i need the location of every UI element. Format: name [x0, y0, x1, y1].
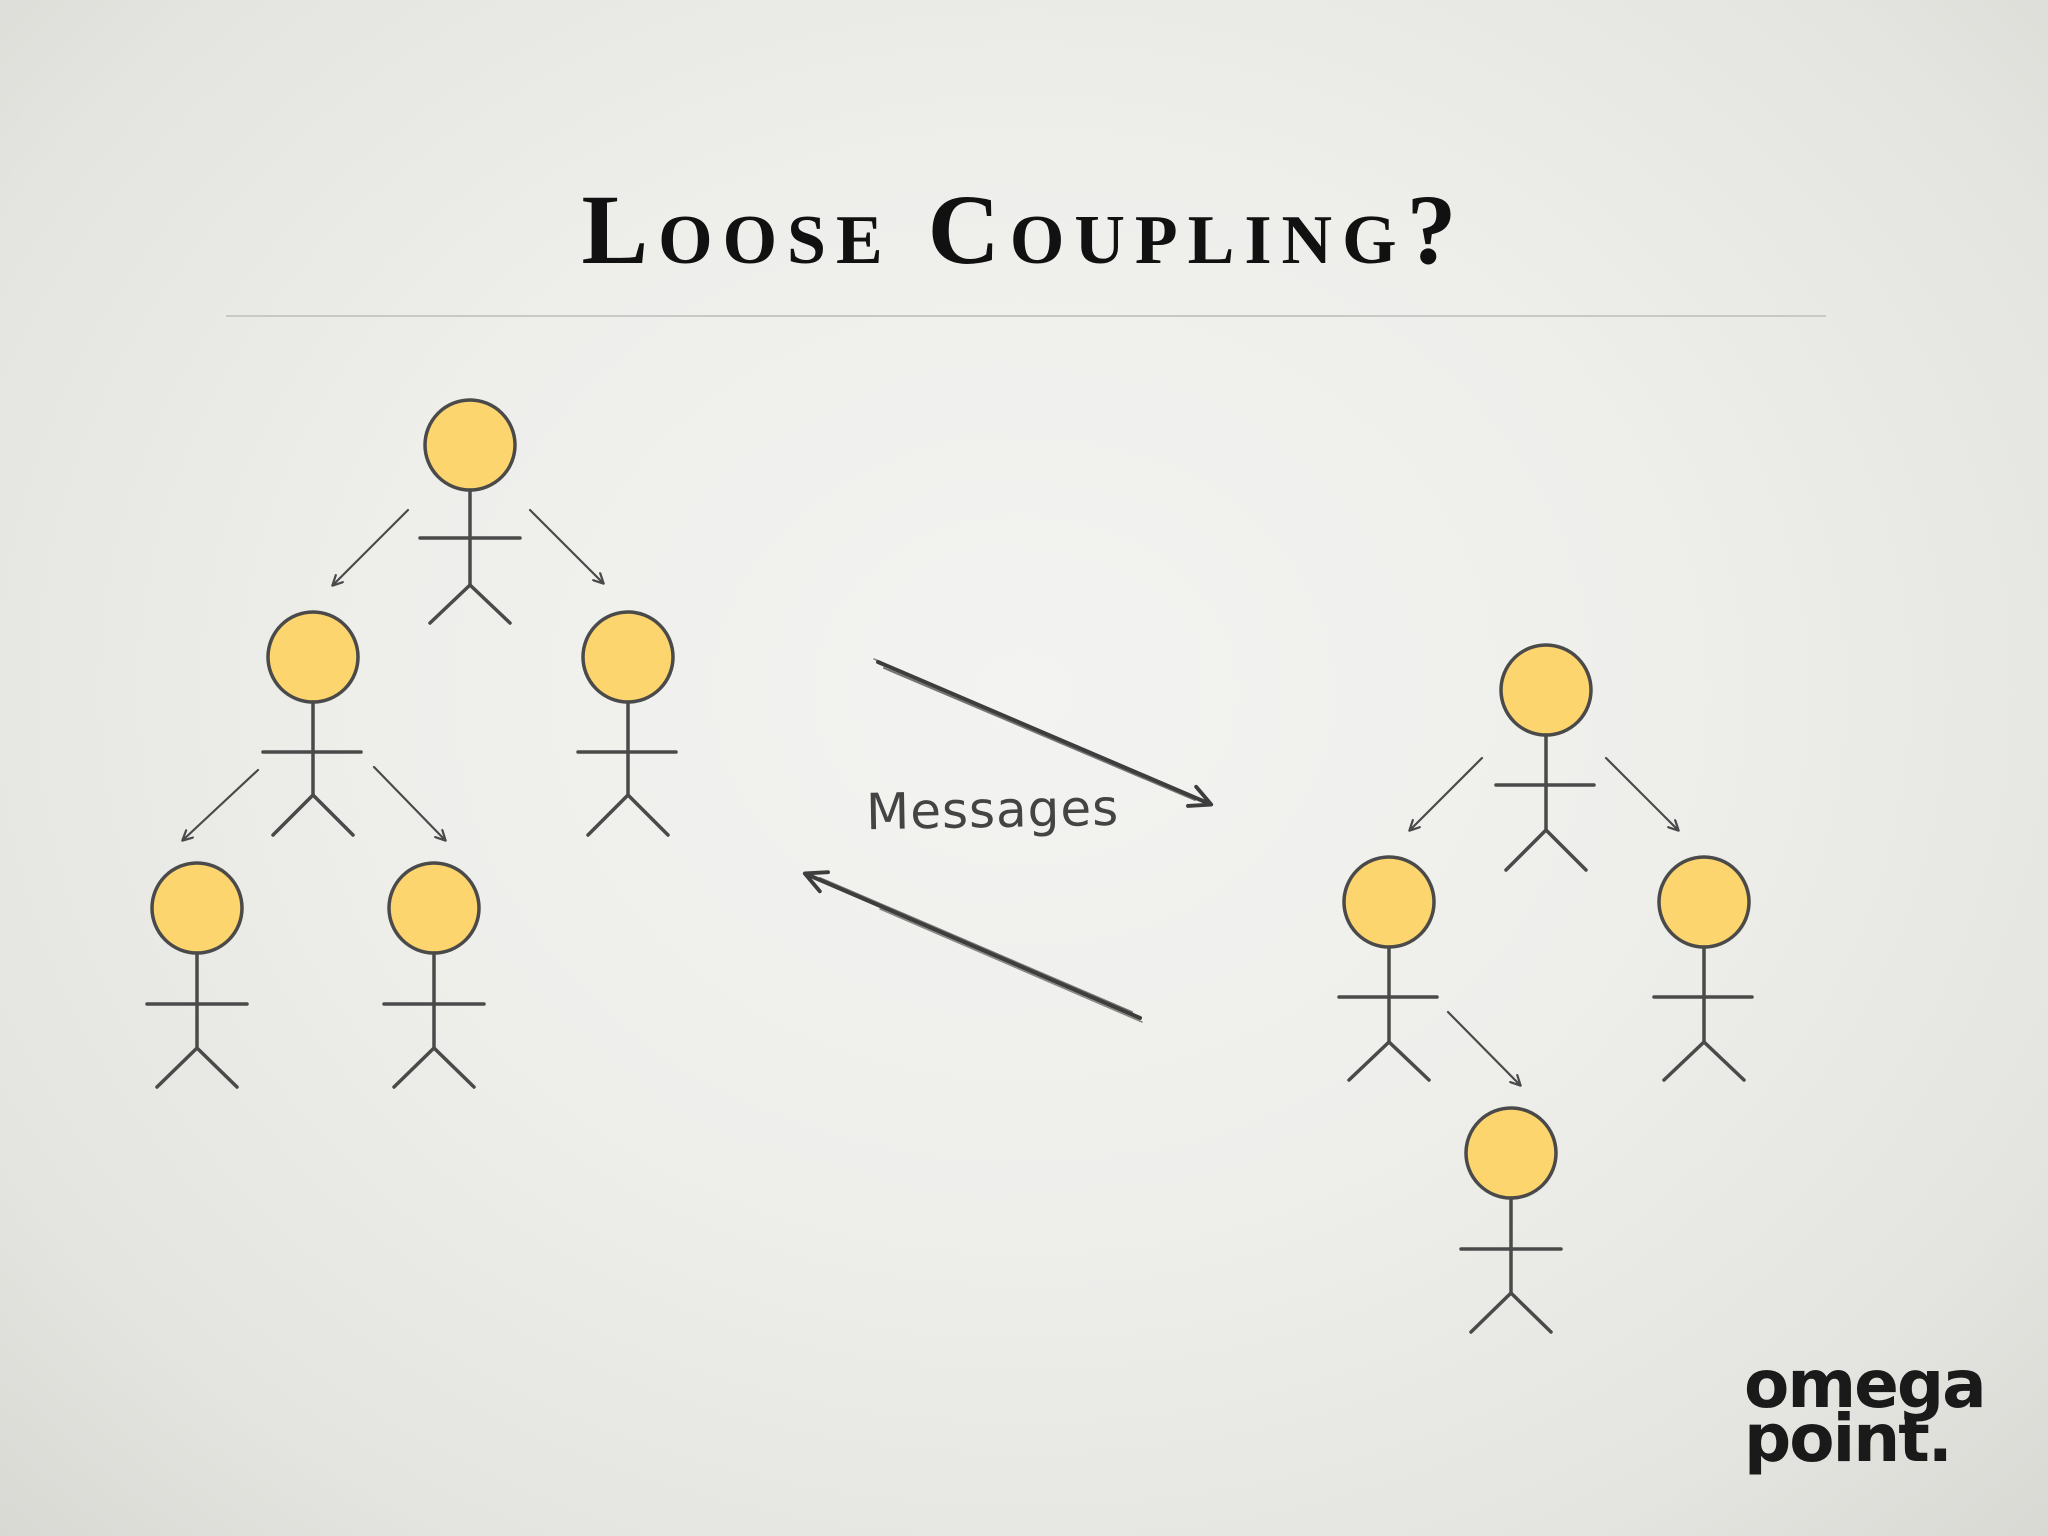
- arrow-right-root-to-child-a: [1410, 756, 1484, 830]
- omega-point-logo: omega point.: [1744, 1346, 1987, 1477]
- slide-title: Loose Coupling?: [581, 174, 1467, 285]
- actor-left-grandchild-b: [382, 861, 486, 1089]
- right-hierarchy-arrows: [1410, 756, 1678, 1085]
- actor-left-root: [418, 398, 522, 625]
- messages-label: Messages: [865, 778, 1120, 842]
- title-divider: [226, 315, 1826, 317]
- actor-right-child-b: [1652, 855, 1754, 1082]
- left-hierarchy-arrows: [183, 508, 603, 840]
- arrow-child-a-to-grandchild-b: [372, 765, 445, 840]
- actor-right-child-a: [1337, 855, 1439, 1082]
- actor-left-grandchild-a: [145, 861, 249, 1089]
- message-arrow-right: [873, 658, 1214, 808]
- actor-left-child-b: [576, 610, 678, 837]
- arrow-root-to-child-a: [333, 508, 410, 585]
- arrow-child-a-to-grandchild-a: [183, 768, 260, 840]
- logo-line-1: omega: [1744, 1346, 1987, 1423]
- arrow-right-child-a-to-grandchild: [1446, 1010, 1520, 1085]
- actor-right-root: [1494, 643, 1596, 872]
- actor-left-child-a: [261, 610, 363, 837]
- message-arrow-left: [802, 870, 1143, 1023]
- arrow-right-root-to-child-b: [1604, 756, 1678, 830]
- arrow-root-to-child-b: [528, 508, 603, 583]
- actor-right-grandchild: [1459, 1106, 1563, 1334]
- logo-line-2: point.: [1744, 1400, 1953, 1477]
